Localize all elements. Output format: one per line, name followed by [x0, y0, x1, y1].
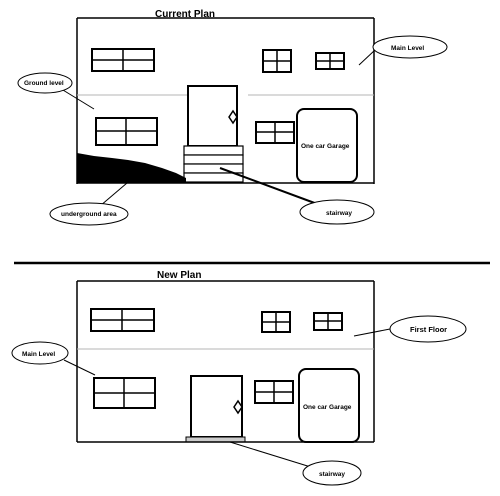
new-front-door: [190, 375, 243, 438]
new-first-floor-label: First Floor: [410, 325, 447, 334]
current-upper-window-right: [315, 52, 345, 70]
new-upper-window-left: [90, 308, 155, 332]
current-front-steps: [183, 145, 244, 183]
current-garage-door: One car Garage: [296, 108, 358, 183]
current-main-level-label: Main Level: [391, 45, 424, 52]
current-upper-window-mid: [262, 49, 292, 73]
current-callout-underground: underground area: [49, 182, 129, 226]
new-plan-section: New Plan: [11, 270, 467, 486]
new-stairway-label: stairway: [319, 471, 345, 478]
new-upper-window-mid: [261, 311, 291, 333]
current-underground-area: [77, 153, 186, 183]
current-callout-main-level: Main Level: [358, 35, 448, 66]
new-house-outline: [76, 280, 375, 442]
new-door-knob-icon: [233, 399, 243, 415]
new-callout-first-floor: First Floor: [353, 315, 467, 343]
new-garage-door: One car Garage: [298, 368, 360, 443]
new-lower-window-right: [254, 380, 294, 404]
current-ground-level-label: Ground level: [24, 80, 64, 87]
current-upper-window-left: [91, 48, 155, 72]
new-main-level-label: Main Level: [22, 351, 55, 358]
current-plan-section: Current Plan: [17, 9, 448, 226]
current-callout-stairway: stairway: [219, 167, 375, 225]
new-garage-label: One car Garage: [303, 404, 352, 411]
current-plan-title: Current Plan: [155, 9, 215, 20]
new-upper-window-right: [313, 312, 343, 331]
new-callout-main-level: Main Level: [11, 341, 96, 376]
current-garage-label: One car Garage: [301, 143, 350, 150]
current-front-door: [187, 85, 238, 147]
current-stairway-label: stairway: [326, 210, 352, 217]
current-lower-window-right: [255, 121, 295, 144]
new-callout-stairway: stairway: [229, 441, 362, 486]
current-callout-ground-level: Ground level: [17, 72, 95, 110]
current-lower-window-left: [95, 117, 158, 146]
new-plan-title: New Plan: [157, 270, 201, 281]
new-lower-window-left: [93, 377, 156, 409]
current-door-knob-icon: [228, 109, 238, 125]
current-underground-label: underground area: [61, 211, 117, 218]
